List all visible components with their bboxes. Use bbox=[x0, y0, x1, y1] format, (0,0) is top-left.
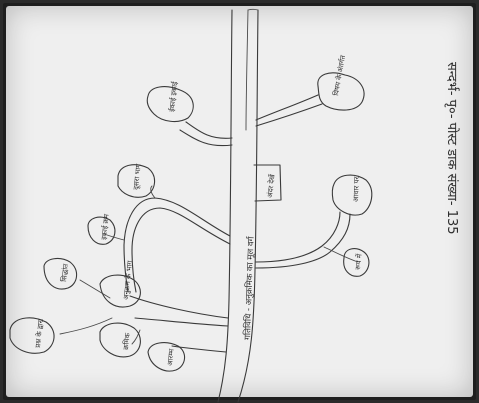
node-label-n11: आरम्भ bbox=[166, 347, 176, 366]
node-label-n3: आधार पर bbox=[352, 176, 361, 202]
node-label-n4: रूप में bbox=[353, 253, 364, 270]
node-label-n5: दूसरा भाग bbox=[132, 162, 144, 190]
node-label-n10: क्रमिक bbox=[121, 332, 132, 350]
node-right-bottom-bubble bbox=[343, 248, 370, 277]
node-label-n6: इकाई क्रम bbox=[99, 213, 111, 240]
node-label-n8: अनुक्रम के भाग bbox=[121, 259, 134, 300]
node-bubbles bbox=[9, 72, 373, 372]
trunk-box-label: अंदर देखें bbox=[265, 174, 276, 199]
node-label-n9: प्रश्न के द्वारा bbox=[33, 318, 45, 348]
node-left-bubble bbox=[43, 257, 78, 290]
node-top-right-bubble bbox=[317, 72, 365, 111]
node-left-center-bubble bbox=[99, 274, 141, 308]
trunk bbox=[217, 8, 259, 403]
node-bottom-bubble bbox=[147, 342, 186, 372]
trunk-box bbox=[253, 164, 282, 202]
node-labels: विषय के अंतर्गत ईकाई इकाई आधार पर रूप मे… bbox=[33, 54, 364, 367]
node-mid-left-bubble bbox=[117, 164, 156, 198]
node-label-n2: ईकाई इकाई bbox=[167, 80, 179, 112]
page-heading: सन्दर्भ- पृ०- पोस्ट डाक संख्या- 135 bbox=[444, 62, 460, 235]
node-lower-left-bubble bbox=[9, 317, 55, 354]
paper-sheet bbox=[6, 6, 473, 397]
node-label-n7: सिद्धांत bbox=[59, 262, 70, 282]
node-mid-left-small-bubble bbox=[87, 216, 116, 245]
trunk-label: गतिविधि - अनुक्रमिक का मूल वर्ग bbox=[242, 235, 257, 340]
node-lower-center-bubble bbox=[99, 322, 141, 358]
node-right-top-bubble bbox=[331, 174, 373, 216]
node-top-left-bubble bbox=[146, 86, 194, 123]
branches bbox=[59, 94, 359, 353]
